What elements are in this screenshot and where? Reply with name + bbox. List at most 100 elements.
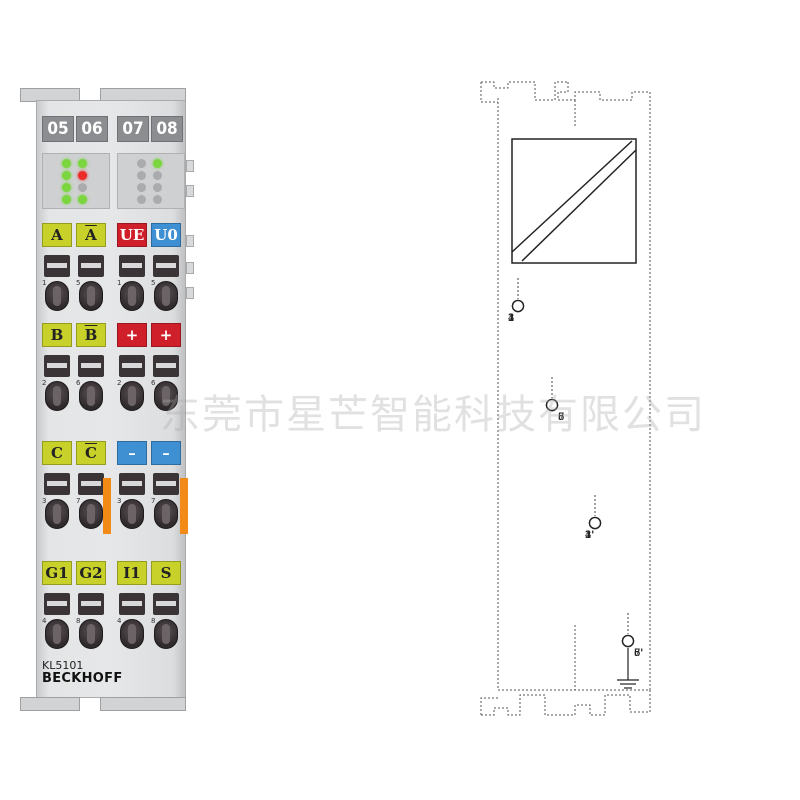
wire-entry-slot[interactable] bbox=[119, 355, 145, 377]
contact-label: 6' bbox=[634, 648, 643, 659]
contact-label: 1 bbox=[508, 313, 514, 324]
led-indicator bbox=[62, 183, 71, 192]
spring-clamp[interactable] bbox=[154, 499, 178, 529]
spring-clamp[interactable] bbox=[79, 381, 103, 411]
pin-number: 7 bbox=[76, 497, 81, 505]
signal-label: C bbox=[76, 441, 106, 465]
wire-entry-slot[interactable] bbox=[78, 255, 104, 277]
contact-label: 3' bbox=[585, 530, 594, 541]
pin-number: 5 bbox=[76, 279, 81, 287]
pin-number: 1 bbox=[42, 279, 47, 287]
signal-label: + bbox=[117, 323, 147, 347]
signal-label: S bbox=[151, 561, 181, 585]
spring-clamp[interactable] bbox=[45, 499, 69, 529]
pin-number: 4 bbox=[42, 617, 47, 625]
contact-label: 2 bbox=[508, 313, 514, 324]
channel-label: 06 bbox=[76, 116, 108, 142]
contact-label: 5 bbox=[558, 412, 564, 423]
side-tab bbox=[186, 287, 194, 299]
wire-entry-slot[interactable] bbox=[44, 593, 70, 615]
spring-clamp[interactable] bbox=[120, 499, 144, 529]
wire-entry-slot[interactable] bbox=[153, 473, 179, 495]
spring-clamp[interactable] bbox=[120, 619, 144, 649]
terminal-contact bbox=[545, 398, 559, 412]
brand-logo: BECKHOFF bbox=[42, 671, 123, 686]
wire-entry-slot[interactable] bbox=[153, 593, 179, 615]
contact-label: 4 bbox=[508, 313, 514, 324]
watermark: 东莞市星芒智能科技有限公司 bbox=[160, 392, 706, 438]
led-indicator bbox=[137, 171, 146, 180]
signal-label: A bbox=[42, 223, 72, 247]
signal-label: B bbox=[42, 323, 72, 347]
spring-clamp[interactable] bbox=[120, 381, 144, 411]
channel-label: 08 bbox=[151, 116, 183, 142]
signal-label: – bbox=[151, 441, 181, 465]
terminal-contact bbox=[511, 299, 525, 313]
spring-clamp[interactable] bbox=[45, 381, 69, 411]
pin-number: 6 bbox=[76, 379, 81, 387]
terminal-contact bbox=[621, 634, 635, 648]
spring-clamp[interactable] bbox=[154, 619, 178, 649]
contact-label: 3 bbox=[508, 313, 514, 324]
ground-icon bbox=[617, 648, 639, 689]
isolation-line bbox=[521, 149, 637, 262]
wire-entry-slot[interactable] bbox=[78, 593, 104, 615]
contact-label: 2' bbox=[585, 530, 594, 541]
wire-entry-slot[interactable] bbox=[119, 473, 145, 495]
pin-number: 5 bbox=[151, 279, 156, 287]
spring-clamp[interactable] bbox=[79, 499, 103, 529]
spring-clamp[interactable] bbox=[154, 281, 178, 311]
pin-number: 8 bbox=[151, 617, 156, 625]
spring-clamp[interactable] bbox=[45, 619, 69, 649]
wire-entry-slot[interactable] bbox=[153, 355, 179, 377]
terminal-contact bbox=[588, 516, 602, 530]
wire-entry-slot[interactable] bbox=[119, 255, 145, 277]
led-window-right bbox=[117, 153, 185, 209]
wire-entry-slot[interactable] bbox=[119, 593, 145, 615]
release-tab[interactable] bbox=[180, 478, 188, 534]
wire-entry-slot[interactable] bbox=[44, 255, 70, 277]
channel-label: 05 bbox=[42, 116, 74, 142]
signal-label: UE bbox=[117, 223, 147, 247]
release-tab[interactable] bbox=[103, 478, 111, 534]
wire-entry-slot[interactable] bbox=[44, 355, 70, 377]
pin-number: 1 bbox=[117, 279, 122, 287]
model-label: KL5101 bbox=[42, 659, 84, 672]
led-indicator bbox=[78, 159, 87, 168]
wire-entry-slot[interactable] bbox=[153, 255, 179, 277]
pin-number: 3 bbox=[42, 497, 47, 505]
contact-label: 5' bbox=[634, 648, 643, 659]
channel-label: 07 bbox=[117, 116, 149, 142]
pin-number: 8 bbox=[76, 617, 81, 625]
led-indicator bbox=[62, 171, 71, 180]
spring-clamp[interactable] bbox=[45, 281, 69, 311]
wire-entry-slot[interactable] bbox=[44, 473, 70, 495]
signal-label: G1 bbox=[42, 561, 72, 585]
led-indicator bbox=[137, 183, 146, 192]
contact-label: 1' bbox=[585, 530, 594, 541]
signal-label: B bbox=[76, 323, 106, 347]
spring-clamp[interactable] bbox=[79, 281, 103, 311]
spring-clamp[interactable] bbox=[120, 281, 144, 311]
led-indicator bbox=[78, 171, 87, 180]
signal-label: + bbox=[151, 323, 181, 347]
spring-clamp[interactable] bbox=[154, 381, 178, 411]
isolation-line bbox=[511, 140, 633, 253]
side-tab bbox=[186, 160, 194, 172]
contact-label: 6 bbox=[558, 412, 564, 423]
mounting-rail-bottom-right bbox=[100, 697, 186, 711]
signal-label: A bbox=[76, 223, 106, 247]
contact-label: 4' bbox=[585, 530, 594, 541]
led-indicator bbox=[153, 183, 162, 192]
side-tab bbox=[186, 185, 194, 197]
pin-number: 2 bbox=[42, 379, 47, 387]
wire-entry-slot[interactable] bbox=[78, 473, 104, 495]
wire-entry-slot[interactable] bbox=[78, 355, 104, 377]
contact-label: 7' bbox=[634, 648, 643, 659]
spring-clamp[interactable] bbox=[79, 619, 103, 649]
led-indicator bbox=[137, 159, 146, 168]
pin-number: 3 bbox=[117, 497, 122, 505]
housing-outline bbox=[480, 81, 651, 716]
led-indicator bbox=[153, 171, 162, 180]
led-indicator bbox=[153, 195, 162, 204]
